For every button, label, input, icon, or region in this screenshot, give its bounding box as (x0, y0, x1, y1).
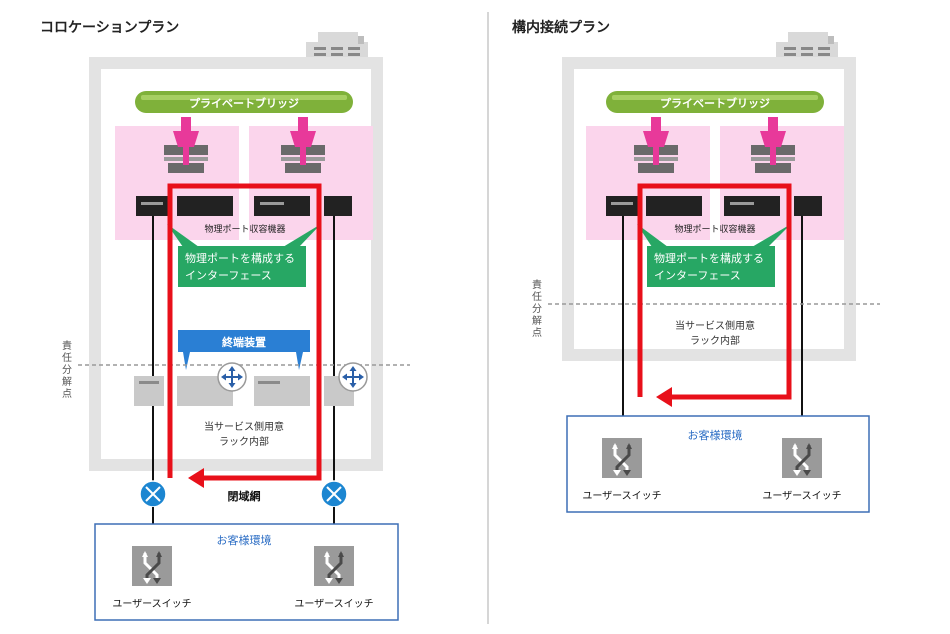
device-port-center-right (254, 196, 310, 216)
interface-callout-line1: 物理ポートを構成する (185, 251, 295, 265)
svg-text:分: 分 (532, 303, 542, 315)
network-crosspoint-icon (139, 480, 167, 508)
user-switch-label: ユーザースイッチ (294, 598, 373, 610)
svg-text:責: 責 (532, 278, 542, 291)
demarcation-label: 責 任 分 解 点 (62, 339, 72, 400)
svg-text:分: 分 (62, 364, 72, 376)
private-bridge-label: プライベートブリッジ (189, 96, 299, 110)
terminal-device-banner (178, 330, 310, 352)
svg-text:解: 解 (532, 314, 542, 327)
user-switch-icon (600, 436, 644, 480)
onsite-connection-plan-panel: 構内接続プラン プライベートブリッジ 物理ポート収容機器 物理ポートを構成する … (512, 19, 880, 513)
customer-environment-label: お客様環境 (688, 428, 743, 442)
colocation-plan-title: コロケーションプラン (40, 20, 179, 36)
device-port-center-left (177, 196, 233, 216)
interface-callout (178, 246, 306, 287)
user-switch-icon (130, 544, 174, 588)
svg-text:責: 責 (62, 339, 72, 352)
device-label: 物理ポート収容機器 (204, 223, 285, 235)
router-arrows-icon (338, 362, 368, 392)
interface-callout-line2: インターフェース (185, 269, 272, 282)
device-port-right (324, 196, 352, 216)
connection-route (637, 183, 792, 400)
terminal-box-center-right (254, 376, 310, 406)
rack-label-line2: ラック内部 (219, 435, 269, 448)
device-port-left (136, 196, 170, 216)
user-switch-icon (780, 436, 824, 480)
svg-text:任: 任 (532, 290, 542, 303)
device-port-right (794, 196, 822, 216)
device-port-center-right (724, 196, 780, 216)
interface-callout-line2: インターフェース (654, 269, 741, 282)
svg-text:解: 解 (62, 375, 72, 388)
router-arrows-icon (217, 362, 247, 392)
user-switch-label: ユーザースイッチ (762, 490, 841, 502)
svg-text:点: 点 (62, 388, 72, 400)
connection-route (167, 183, 322, 481)
terminal-box-left (134, 376, 164, 406)
network-crosspoint-icon (320, 480, 348, 508)
device-port-left (606, 196, 640, 216)
customer-environment-label: お客様環境 (217, 533, 272, 547)
user-switch-label: ユーザースイッチ (582, 490, 661, 502)
colocation-plan-panel: コロケーションプラン プライベートブリッジ 物理ポート収容機器 物理ポートを構成… (40, 20, 410, 621)
demarcation-label: 責 任 分 解 点 (532, 278, 542, 339)
device-port-center-left (646, 196, 702, 216)
svg-text:点: 点 (532, 327, 542, 339)
user-switch-label: ユーザースイッチ (112, 598, 191, 610)
rack-label-line1: 当サービス側用意 (204, 420, 284, 433)
rack-label-line2: ラック内部 (690, 334, 740, 347)
private-bridge-label: プライベートブリッジ (660, 96, 770, 110)
terminal-device-label: 終端装置 (222, 335, 266, 349)
onsite-connection-plan-title: 構内接続プラン (512, 19, 610, 36)
closed-network-label: 閉域網 (228, 489, 261, 503)
interface-callout (647, 246, 775, 287)
rack-label-line1: 当サービス側用意 (675, 319, 755, 332)
interface-callout-line1: 物理ポートを構成する (654, 251, 764, 265)
device-label: 物理ポート収容機器 (674, 223, 755, 235)
user-switch-icon (312, 544, 356, 588)
svg-text:任: 任 (62, 351, 72, 364)
